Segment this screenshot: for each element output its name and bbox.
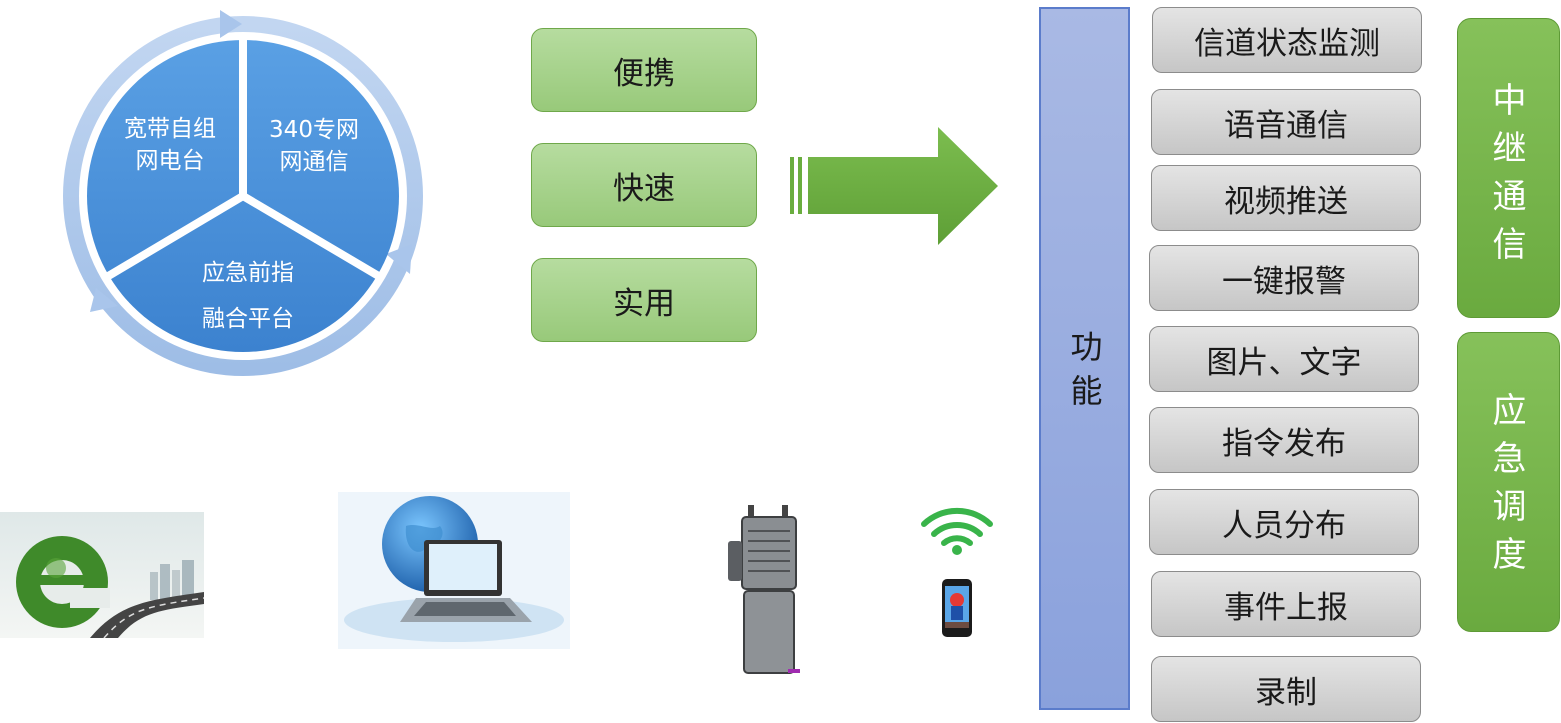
function-item: 事件上报 [1151, 571, 1421, 637]
pie-segment-label: 融合平台 [202, 306, 294, 332]
pie-segment-label: 网通信 [280, 149, 349, 175]
ring-arrow-right [386, 244, 412, 274]
group-label: 中 继 通 信 [1492, 81, 1527, 265]
function-item: 人员分布 [1149, 489, 1419, 555]
globe-laptop-icon [338, 492, 570, 649]
group-relay-communication: 中 继 通 信 [1457, 18, 1560, 318]
cycle-ring [63, 16, 423, 376]
radio-device-icon [728, 505, 800, 674]
ring-arrow-top [220, 10, 242, 38]
smartphone-icon [942, 579, 972, 637]
group-label: 应 急 调 度 [1492, 391, 1527, 575]
e-city-icon [0, 512, 204, 638]
function-item: 一键报警 [1149, 245, 1419, 311]
function-item: 信道状态监测 [1152, 7, 1422, 73]
pie-segment-label: 应急前指 [202, 260, 294, 286]
pie-segment-label: 340专网 [269, 117, 359, 143]
function-item: 视频推送 [1151, 165, 1421, 231]
right-arrow-icon [790, 127, 998, 245]
function-bar: 功 能 [1039, 7, 1130, 710]
function-item: 指令发布 [1149, 407, 1419, 473]
function-label: 功 能 [1070, 328, 1103, 410]
cycle-diagram: 宽带自组 网电台 340专网 网通信 应急前指 融合平台 [63, 10, 423, 376]
function-item: 录制 [1151, 656, 1421, 722]
group-emergency-dispatch: 应 急 调 度 [1457, 332, 1560, 632]
wifi-icon [921, 507, 993, 555]
ring-arrow-left [90, 288, 118, 312]
pie-segment-label: 网电台 [136, 148, 205, 174]
function-item: 图片、文字 [1149, 326, 1419, 392]
feature-practical: 实用 [531, 258, 757, 342]
function-item: 语音通信 [1151, 89, 1421, 155]
feature-fast: 快速 [531, 143, 757, 227]
feature-portable: 便携 [531, 28, 757, 112]
pie-segment-label: 宽带自组 [124, 116, 216, 142]
